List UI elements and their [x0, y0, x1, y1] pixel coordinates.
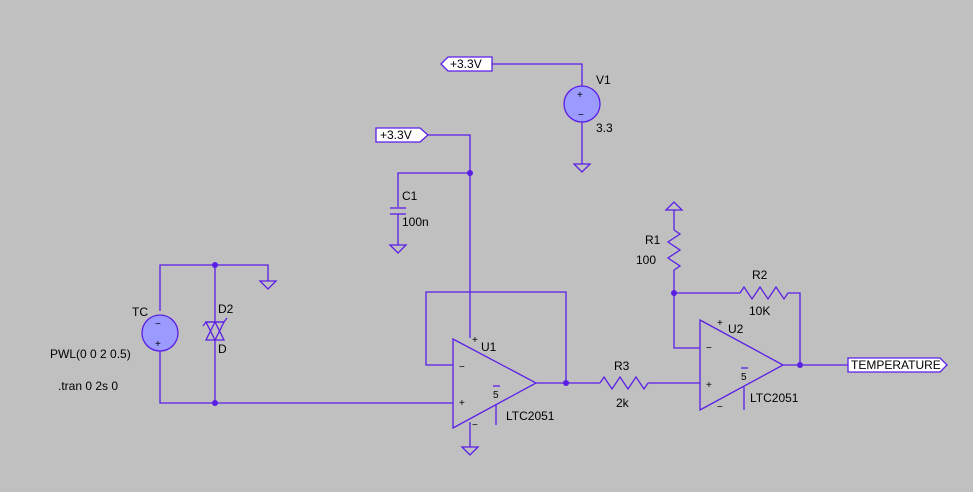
junction-c1 [467, 170, 473, 176]
d2-value: D [218, 342, 227, 356]
svg-text:+: + [472, 335, 478, 346]
r1-ref: R1 [645, 233, 661, 247]
resistor-r1[interactable] [666, 229, 682, 271]
r2-ref: R2 [752, 268, 768, 282]
svg-text:−: − [717, 402, 723, 413]
zener-diode-d2[interactable] [202, 317, 228, 342]
tran-directive[interactable]: .tran 0 2s 0 [58, 379, 118, 393]
v1-ref: V1 [596, 73, 611, 87]
u2-value: LTC2051 [750, 391, 799, 405]
vcc-arrow-icon-r1 [664, 201, 684, 211]
ground-icon-u1 [460, 446, 480, 456]
resistor-r2[interactable] [739, 285, 789, 301]
capacitor-c1[interactable] [390, 207, 406, 215]
wire-u1-feedback [425, 291, 567, 383]
opamp-u2[interactable]: − + + − 5 [699, 318, 785, 413]
resistor-r3[interactable] [599, 375, 649, 391]
wire-c1 [397, 172, 470, 207]
opamp-u1[interactable]: − + + − 5 [452, 335, 538, 431]
wire-tc-top [159, 264, 269, 311]
r2-value: 10K [749, 304, 770, 318]
svg-text:+: + [155, 339, 161, 350]
r1-value: 100 [636, 253, 656, 267]
svg-text:+: + [577, 90, 583, 101]
c1-value: 100n [402, 215, 429, 229]
junction-u2-out [797, 362, 803, 368]
wire-r1-bottom [673, 270, 700, 349]
vcc-flag-mid[interactable]: +3.3V [375, 127, 429, 143]
svg-text:−: − [472, 420, 478, 431]
svg-text:−: − [706, 343, 712, 354]
junction-u1-out [563, 380, 569, 386]
u1-ref: U1 [481, 340, 497, 354]
svg-text:+: + [459, 398, 465, 409]
r3-value: 2k [616, 396, 630, 410]
tc-value: PWL(0 0 2 0.5) [50, 347, 131, 361]
svg-text:−: − [155, 319, 161, 330]
u2-ref: U2 [728, 322, 744, 336]
svg-text:−: − [578, 110, 584, 121]
svg-text:5: 5 [741, 372, 747, 383]
c1-ref: C1 [402, 189, 418, 203]
v1-value: 3.3 [596, 121, 613, 135]
d2-ref: D2 [218, 302, 234, 316]
ground-icon-v1 [572, 163, 592, 173]
svg-text:−: − [459, 362, 465, 373]
ground-icon-tc [258, 280, 278, 290]
ground-icon-c1 [388, 244, 408, 254]
wire-tc-bottom [159, 351, 453, 404]
vcc-flag-top[interactable]: +3.3V [440, 56, 493, 72]
wire-vcc-u1 [428, 134, 471, 338]
svg-text:+: + [717, 318, 723, 329]
tc-ref: TC [132, 305, 148, 319]
svg-text:+: + [706, 380, 712, 391]
wire-v1-top [492, 63, 583, 86]
svg-text:5: 5 [493, 390, 499, 401]
wire-r2-right [788, 292, 801, 365]
out-flag[interactable]: TEMPERATURE [847, 357, 948, 373]
voltage-source-tc[interactable]: − + [141, 314, 179, 352]
u1-value: LTC2051 [506, 409, 555, 423]
svg-text:+3.3V: +3.3V [450, 57, 482, 71]
svg-text:TEMPERATURE: TEMPERATURE [851, 358, 941, 372]
voltage-source-v1[interactable]: + − [563, 85, 601, 123]
r3-ref: R3 [614, 359, 630, 373]
svg-text:+3.3V: +3.3V [380, 128, 412, 142]
